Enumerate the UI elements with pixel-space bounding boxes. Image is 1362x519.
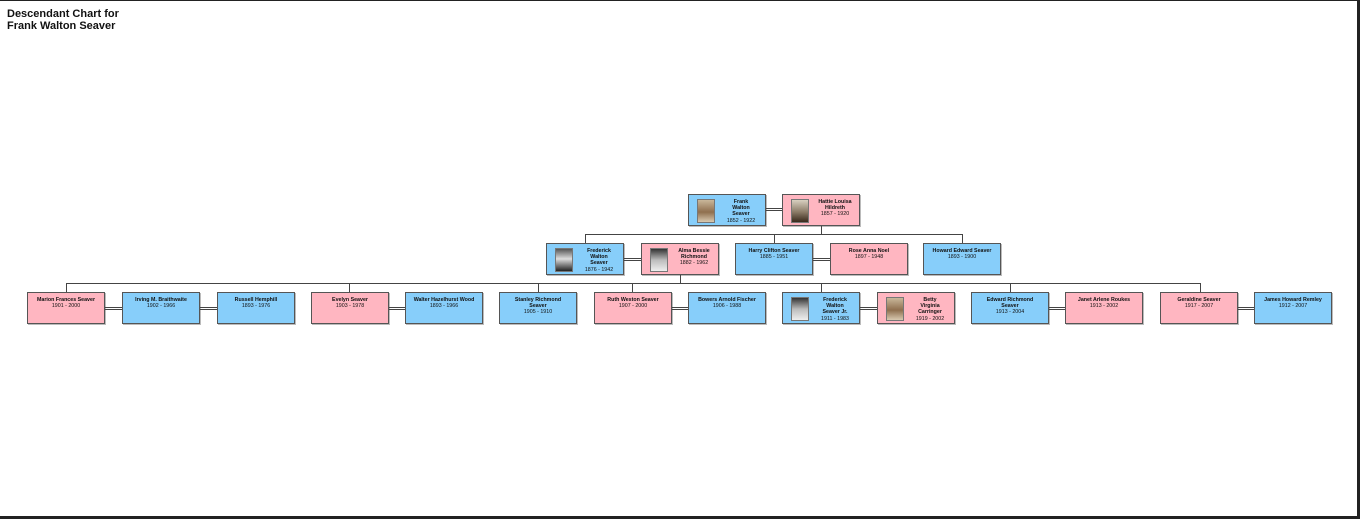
descent-line <box>821 283 822 292</box>
marriage-connector <box>813 258 830 261</box>
person-box-bowers-arnold-fischer[interactable]: Bowers Arnold Fischer 1906 - 1988 <box>688 292 766 324</box>
marriage-connector <box>860 307 877 310</box>
descent-line <box>821 226 822 234</box>
marriage-connector <box>672 307 689 310</box>
person-box-russell-hemphill[interactable]: Russell Hemphill 1893 - 1976 <box>217 292 295 324</box>
person-box-alma-bessie-richmond[interactable]: Alma Bessie Richmond 1882 - 1962 <box>641 243 719 275</box>
person-box-stanley-richmond-seaver[interactable]: Stanley Richmond Seaver 1905 - 1910 <box>499 292 577 324</box>
descent-line <box>585 234 586 243</box>
portrait-photo-icon <box>555 248 573 272</box>
marriage-connector <box>105 307 122 310</box>
person-box-walter-hazelhurst-wood[interactable]: Walter Hazelhurst Wood 1893 - 1966 <box>405 292 483 324</box>
descent-line <box>1010 283 1011 292</box>
person-box-ruth-weston-seaver[interactable]: Ruth Weston Seaver 1907 - 2000 <box>594 292 672 324</box>
marriage-connector <box>200 307 217 310</box>
portrait-photo-icon <box>886 297 904 321</box>
person-box-frederick-walton-seaver[interactable]: Frederick Walton Seaver 1876 - 1942 <box>546 243 624 275</box>
person-box-edward-richmond-seaver[interactable]: Edward Richmond Seaver 1913 - 2004 <box>971 292 1049 324</box>
descent-line <box>1200 283 1201 292</box>
person-box-frederick-walton-seaver-jr[interactable]: Frederick Walton Seaver Jr. 1911 - 1983 <box>782 292 860 324</box>
person-box-harry-clifton-seaver[interactable]: Harry Clifton Seaver 1885 - 1951 <box>735 243 813 275</box>
person-box-geraldine-seaver[interactable]: Geraldine Seaver 1917 - 2007 <box>1160 292 1238 324</box>
person-box-marion-frances-seaver[interactable]: Marion Frances Seaver 1901 - 2000 <box>27 292 105 324</box>
person-box-janet-arlene-roukes[interactable]: Janet Arlene Roukes 1913 - 2002 <box>1065 292 1143 324</box>
chart-title: Descendant Chart for Frank Walton Seaver <box>7 8 119 32</box>
descent-line <box>632 283 633 292</box>
person-box-irving-m-braithwaite[interactable]: Irving M. Braithwaite 1902 - 1966 <box>122 292 200 324</box>
marriage-connector <box>1238 307 1255 310</box>
person-box-rose-anna-noel[interactable]: Rose Anna Noel 1897 - 1948 <box>830 243 908 275</box>
marriage-connector <box>1049 307 1066 310</box>
person-box-howard-edward-seaver[interactable]: Howard Edward Seaver 1893 - 1900 <box>923 243 1001 275</box>
person-box-betty-virginia-carringer[interactable]: Betty Virginia Carringer 1919 - 2002 <box>877 292 955 324</box>
portrait-photo-icon <box>650 248 668 272</box>
portrait-photo-icon <box>791 297 809 321</box>
person-box-frank-walton-seaver[interactable]: Frank Walton Seaver 1852 - 1922 <box>688 194 766 226</box>
descent-line <box>774 234 775 243</box>
marriage-connector <box>624 258 641 261</box>
descent-line <box>66 283 67 292</box>
portrait-photo-icon <box>697 199 715 223</box>
person-box-hattie-louisa-hildreth[interactable]: Hattie Louisa Hildreth 1857 - 1920 <box>782 194 860 226</box>
marriage-connector <box>766 208 782 211</box>
descent-line <box>680 275 681 283</box>
descent-line <box>538 283 539 292</box>
sibling-line <box>66 283 1201 284</box>
descent-line <box>962 234 963 243</box>
person-box-evelyn-seaver[interactable]: Evelyn Seaver 1903 - 1978 <box>311 292 389 324</box>
marriage-connector <box>389 307 406 310</box>
person-box-james-howard-remley[interactable]: James Howard Remley 1912 - 2007 <box>1254 292 1332 324</box>
descent-line <box>349 283 350 292</box>
portrait-photo-icon <box>791 199 809 223</box>
